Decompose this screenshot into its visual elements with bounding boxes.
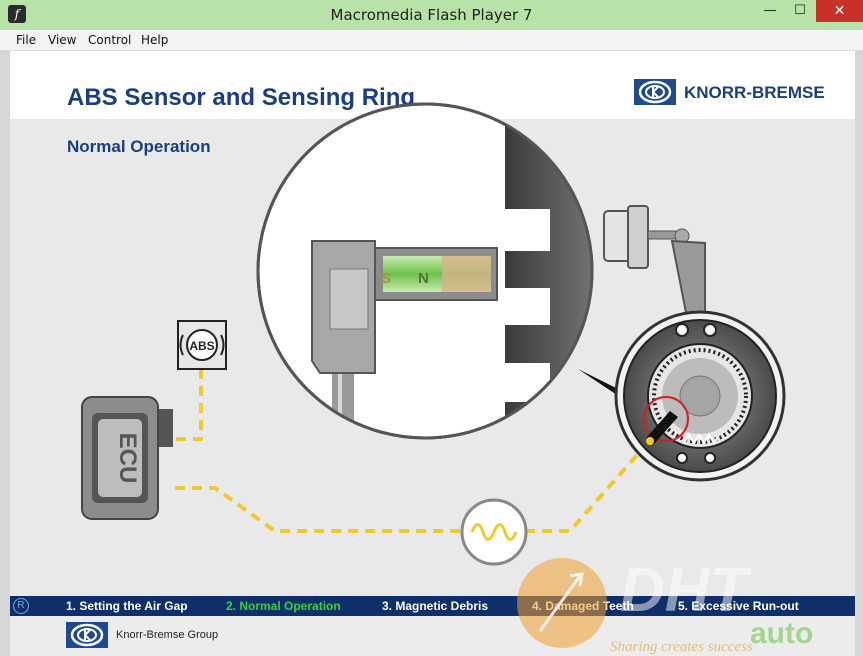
flash-app-icon[interactable]: f [8, 5, 26, 23]
pole-s-label: S [381, 270, 391, 287]
sensor-closeup: S N [256, 102, 594, 440]
replay-button[interactable]: R [13, 598, 29, 614]
minimize-button[interactable]: — [763, 3, 777, 18]
window-titlebar: f Macromedia Flash Player 7 — ☐ ✕ [0, 0, 863, 30]
ecu-label: ECU [114, 433, 141, 484]
maximize-button[interactable]: ☐ [794, 3, 806, 18]
slide-footer: Knorr-Bremse Group [10, 616, 855, 656]
abs-lamp-label: ABS [189, 339, 214, 353]
nav-step-5[interactable]: 5. Excessive Run-out [678, 599, 799, 613]
watermark-big-text: DHT [620, 556, 753, 625]
abs-diagram: ABS ECU [81, 102, 786, 566]
watermark-tagline: Sharing creates success [610, 639, 753, 655]
nav-step-2[interactable]: 2. Normal Operation [226, 599, 341, 613]
section-subtitle: Normal Operation [67, 137, 211, 156]
pole-n-label: N [418, 270, 429, 287]
wheel-brake-assembly [614, 310, 786, 482]
footer-group-name: Knorr-Bremse Group [116, 629, 219, 641]
menu-file[interactable]: File [16, 33, 37, 47]
brake-chamber [603, 205, 706, 335]
menu-control[interactable]: Control [88, 33, 132, 47]
brand-name: KNORR-BREMSE [684, 83, 825, 102]
window-title: Macromedia Flash Player 7 [330, 6, 533, 24]
nav-step-3[interactable]: 3. Magnetic Debris [382, 599, 489, 613]
close-button[interactable]: ✕ [816, 0, 863, 22]
menu-help[interactable]: Help [141, 33, 169, 47]
abs-warning-lamp: ABS [177, 320, 227, 370]
lesson-nav-bar: R 1. Setting the Air Gap 2. Normal Opera… [10, 596, 855, 616]
signal-waveform [460, 498, 528, 566]
flash-stage[interactable]: ABS Sensor and Sensing Ring KNORR-BREMSE… [10, 51, 855, 656]
kb-footer-logo-icon [66, 622, 108, 648]
menu-view[interactable]: View [48, 33, 77, 47]
kb-logo-icon [634, 79, 676, 105]
ecu-module: ECU [81, 396, 173, 520]
watermark-auto-text: auto [750, 617, 813, 650]
slide-title: ABS Sensor and Sensing Ring [67, 84, 416, 111]
watermark: DHT auto Sharing creates success [517, 556, 813, 655]
signal-wires [175, 369, 662, 533]
nav-step-1[interactable]: 1. Setting the Air Gap [66, 599, 188, 613]
menu-bar: File View Control Help [0, 30, 863, 51]
